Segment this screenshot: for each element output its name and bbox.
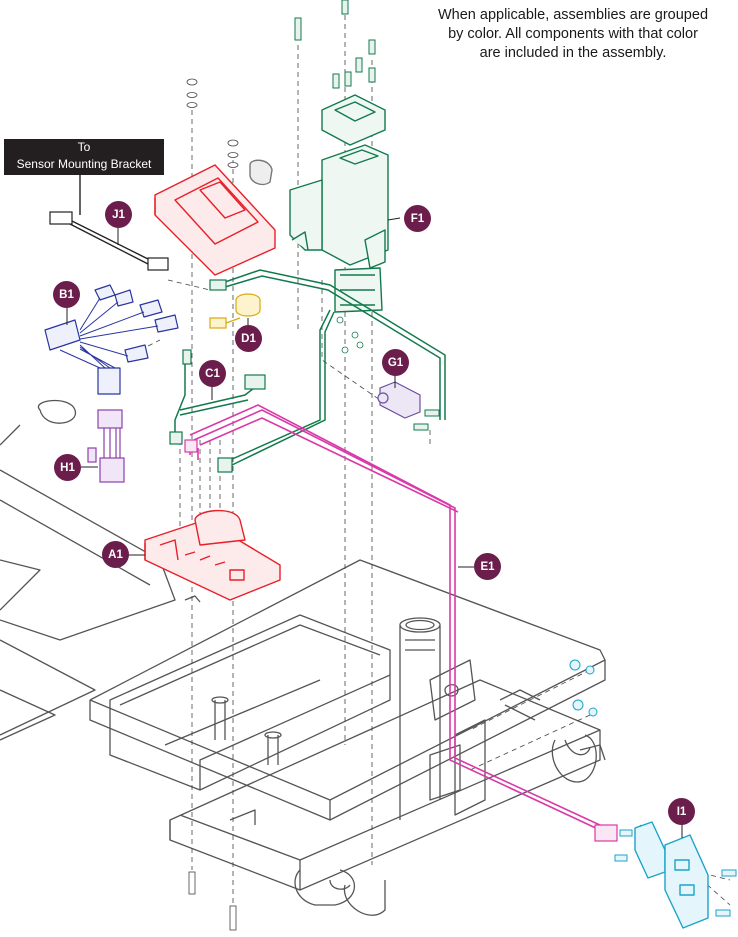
green-connectors: [169, 279, 266, 473]
note-line-1: When applicable, assemblies are grouped: [437, 7, 709, 23]
sensor-label-line-1: To: [77, 140, 91, 154]
callout-e1: E1: [474, 553, 501, 580]
sensor-bracket-label: To Sensor Mounting Bracket: [4, 139, 164, 175]
base-frame: [0, 399, 606, 916]
callout-leaders: [66, 217, 683, 838]
hardware-screws: [186, 78, 239, 931]
callout-c1: C1: [199, 360, 226, 387]
b1-wires: [59, 297, 159, 369]
assembly-color-note: When applicable, assemblies are grouped …: [408, 6, 738, 63]
note-line-2: by color. All components with that color: [448, 26, 698, 42]
e1-pink-connectors: [184, 439, 618, 842]
callout-a1: A1: [102, 541, 129, 568]
j1-cable: [69, 175, 151, 265]
sensor-label-line-2: Sensor Mounting Bracket: [16, 157, 152, 171]
g1-module: [377, 381, 421, 419]
a1-red-controller: [144, 509, 281, 601]
callout-j1: J1: [105, 201, 132, 228]
callout-g1: G1: [382, 349, 409, 376]
callout-f1: F1: [404, 205, 431, 232]
b1-blue-harness: [44, 284, 179, 395]
callout-d1: D1: [235, 325, 262, 352]
h1-purple-harness: [87, 409, 125, 483]
callout-b1: B1: [53, 281, 80, 308]
green-harness: [174, 269, 446, 466]
callout-i1: I1: [668, 798, 695, 825]
j1-connectors: [49, 211, 169, 271]
i1-cyan-brackets: [634, 821, 709, 929]
green-screws: [294, 0, 440, 431]
d1-yellow-component: [209, 293, 261, 329]
cyan-hardware: [569, 659, 737, 917]
callout-h1: H1: [54, 454, 81, 481]
f1-housing-assembly: [249, 94, 389, 313]
f1-nuts: [336, 316, 364, 354]
j1-red-cover: [154, 164, 276, 276]
note-line-3: are included in the assembly.: [479, 45, 667, 61]
